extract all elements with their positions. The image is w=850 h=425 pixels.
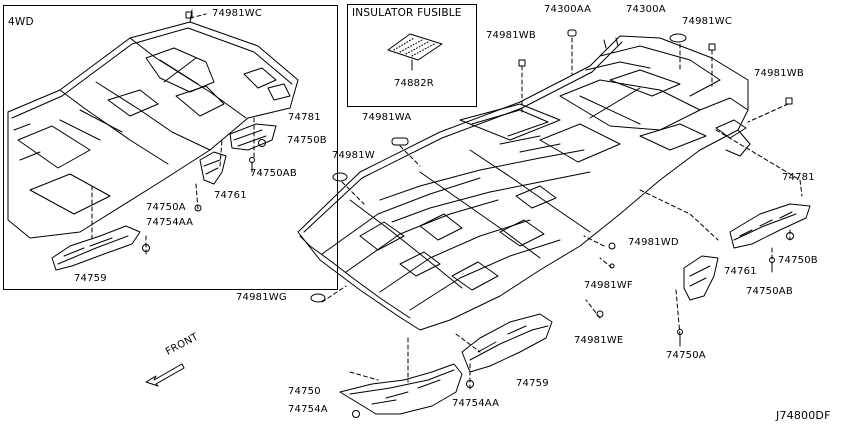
inset-insulator-74759 bbox=[51, 225, 141, 271]
part-label-74981wc-inset: 74981WC bbox=[212, 8, 263, 19]
part-label-74750ab: 74750AB bbox=[746, 286, 793, 297]
part-label-74754a: 74754A bbox=[288, 404, 328, 415]
main-fasteners bbox=[310, 29, 794, 418]
diagram-code: J74800DF bbox=[776, 409, 831, 422]
part-label-74981wc: 74981WC bbox=[682, 16, 733, 27]
part-label-74981w: 74981W bbox=[332, 150, 375, 161]
insulator-fusible-title: INSULATOR FUSIBLE bbox=[352, 7, 462, 19]
part-label-74781: 74781 bbox=[782, 172, 815, 183]
part-label-74300a: 74300A bbox=[626, 4, 666, 15]
inset-fasteners bbox=[142, 11, 266, 252]
main-leaders bbox=[321, 37, 803, 393]
part-label-74754aa-inset: 74754AA bbox=[146, 217, 194, 228]
part-label-74981wg: 74981WG bbox=[236, 292, 287, 303]
part-label-74981wf: 74981WF bbox=[584, 280, 633, 291]
part-label-74759: 74759 bbox=[516, 378, 549, 389]
main-insulator-74781 bbox=[729, 203, 811, 249]
part-label-74882r: 74882R bbox=[394, 78, 434, 89]
insulator-fusible-frame bbox=[347, 4, 477, 107]
part-label-74759-inset: 74759 bbox=[74, 273, 107, 284]
inset-4wd-frame bbox=[3, 5, 338, 290]
front-arrow-icon bbox=[145, 363, 185, 387]
main-floor-panel bbox=[297, 35, 751, 331]
part-label-74754aa: 74754AA bbox=[452, 398, 500, 409]
part-label-74981wa: 74981WA bbox=[362, 112, 412, 123]
part-label-74300aa: 74300AA bbox=[544, 4, 592, 15]
part-label-74750: 74750 bbox=[288, 386, 321, 397]
inset-floor-panel bbox=[7, 9, 299, 239]
insulator-fusible-pad bbox=[387, 33, 443, 71]
main-insulator-74761 bbox=[683, 255, 719, 301]
part-label-74750a-inset: 74750A bbox=[146, 202, 186, 213]
inset-insulator-74761 bbox=[199, 151, 227, 185]
inset-insulator-74781 bbox=[229, 123, 277, 151]
part-label-74981wb-right: 74981WB bbox=[754, 68, 804, 79]
part-label-74750b-inset: 74750B bbox=[287, 135, 327, 146]
part-label-74981we: 74981WE bbox=[574, 335, 624, 346]
part-label-74750ab-inset: 74750AB bbox=[250, 168, 297, 179]
part-label-74981wb-top: 74981WB bbox=[486, 30, 536, 41]
part-label-74761-inset: 74761 bbox=[214, 190, 247, 201]
main-insulator-74750 bbox=[339, 363, 463, 415]
inset-4wd-label: 4WD bbox=[8, 16, 34, 28]
part-label-74750a: 74750A bbox=[666, 350, 706, 361]
part-label-74781-inset: 74781 bbox=[288, 112, 321, 123]
part-label-74981wd: 74981WD bbox=[628, 237, 679, 248]
part-label-74761: 74761 bbox=[724, 266, 757, 277]
main-insulator-74759 bbox=[461, 313, 553, 373]
part-label-74750b: 74750B bbox=[778, 255, 818, 266]
